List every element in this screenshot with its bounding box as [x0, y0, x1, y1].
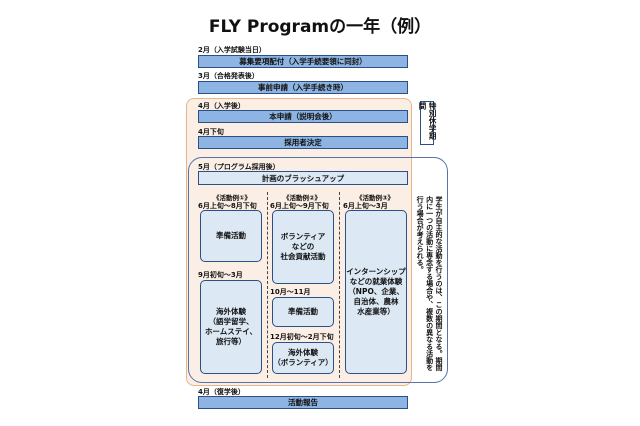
mar-bar: 事前申請（入学手続き時） [198, 81, 408, 94]
side-note: 学生が自主的な活動を行うのは、この期間となる。期間内に一つの活動に専念する場合や… [416, 196, 443, 371]
ex2-prep-box: 準備活動 [272, 297, 334, 327]
example-3-header: 《活動例③》 [355, 194, 394, 202]
page-title: FLY Programの一年（例） [208, 17, 432, 37]
ex2-period-3: 12月初旬～2月下旬 [270, 333, 334, 341]
example-2-header: 《活動例②》 [282, 194, 321, 202]
final-label: 4月（復学後） [198, 388, 245, 396]
apr-late-bar: 採用者決定 [198, 136, 408, 149]
ex3-internship-box: インターンシップ などの就業体験 （NPO、企業、 自治体、農林 水産業等） [345, 210, 407, 374]
ex1-period-2: 9月初旬～3月 [198, 271, 243, 279]
ex2-overseas-box: 海外体験 （ボランティア） [272, 342, 334, 374]
ex1-period-1: 6月上旬～8月下旬 [198, 202, 257, 210]
special-leave-label: 特別休学期間 [418, 101, 437, 145]
may-bar: 計画のブラッシュアップ [198, 171, 408, 185]
feb-label: 2月（入学試験当日） [198, 46, 266, 54]
feb-bar: 募集要項配付（入学手続要領に同封） [198, 55, 408, 68]
final-bar: 活動報告 [198, 396, 408, 409]
separator-2 [339, 192, 340, 378]
ex2-period-1: 6月上旬～9月下旬 [270, 202, 329, 210]
ex1-prep-box: 準備活動 [200, 210, 262, 262]
apr-bar: 本申請（説明会後） [198, 110, 408, 123]
ex2-volunteer-box: ボランティア などの 社会貢献活動 [272, 210, 334, 284]
apr-late-label: 4月下旬 [198, 128, 224, 136]
ex1-overseas-box: 海外体験 （語学留学、 ホームステイ、 旅行等） [200, 280, 262, 374]
mar-label: 3月（合格発表後） [198, 72, 259, 80]
ex2-period-2: 10月～11月 [270, 288, 311, 296]
ex3-period-1: 6月上旬～3月 [343, 202, 388, 210]
apr-label: 4月（入学後） [198, 102, 245, 110]
activity-period-zone [188, 157, 448, 383]
example-1-header: 《活動例①》 [212, 194, 251, 202]
separator-1 [267, 192, 268, 378]
may-label: 5月（プログラム採用後） [198, 163, 280, 171]
